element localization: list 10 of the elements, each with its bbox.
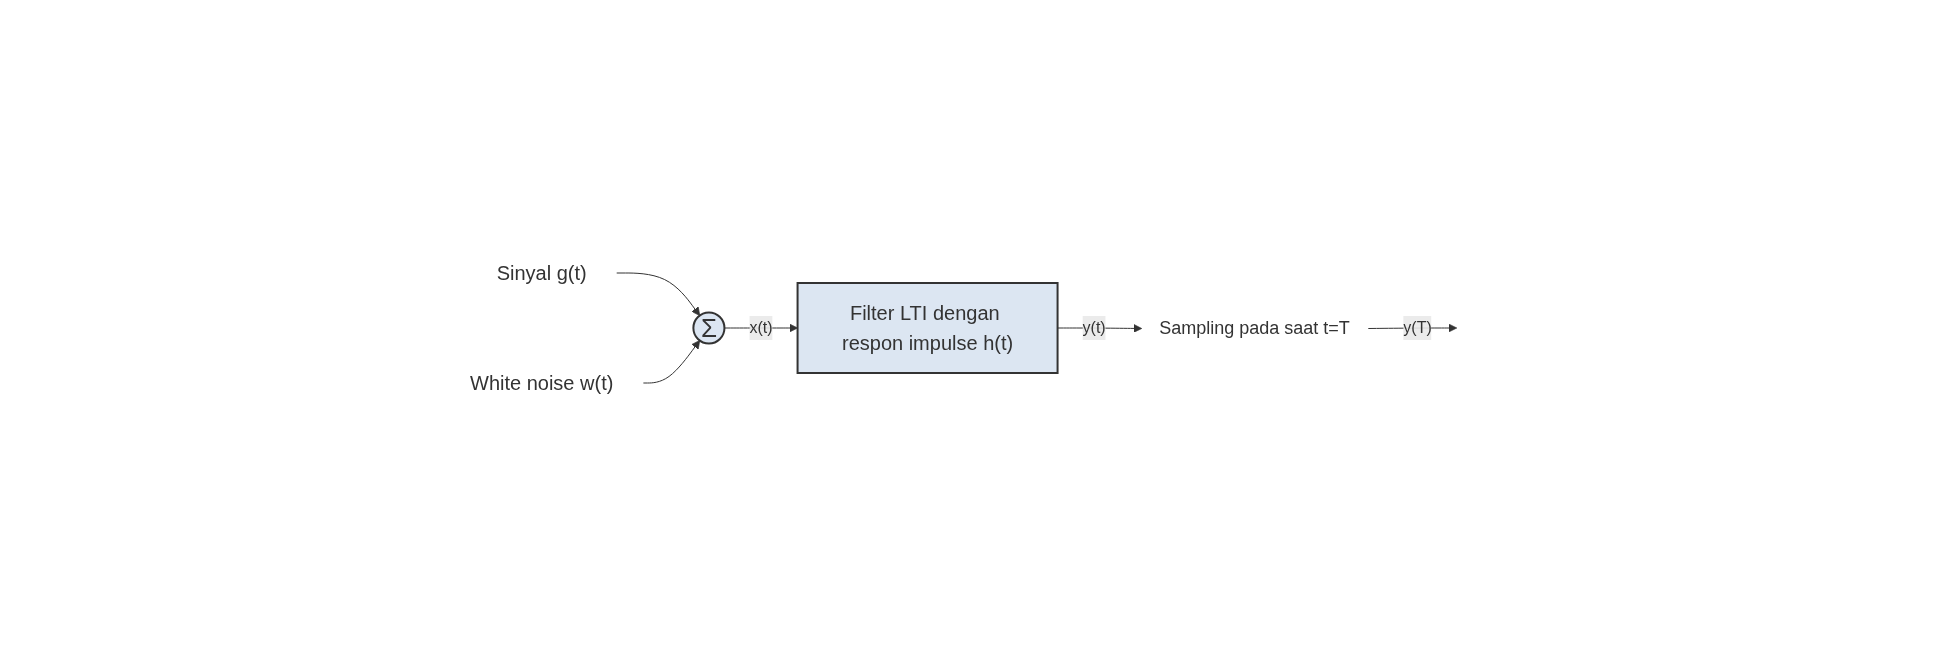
node-label: Sampling pada saat t=T (1159, 317, 1350, 337)
edge-label: x(t) (749, 318, 773, 336)
edge-label: y(t) (1082, 318, 1106, 336)
node-text: White noise w(t) (470, 371, 614, 394)
node-text: Sinyal g(t) (496, 261, 587, 284)
arrow (616, 272, 701, 316)
node-box: Filter LTI dengan respon impulse h(t) (796, 281, 1059, 374)
edge-label: y(T) (1403, 318, 1432, 336)
arrow (643, 339, 701, 383)
node-circle: Σ (692, 310, 726, 345)
